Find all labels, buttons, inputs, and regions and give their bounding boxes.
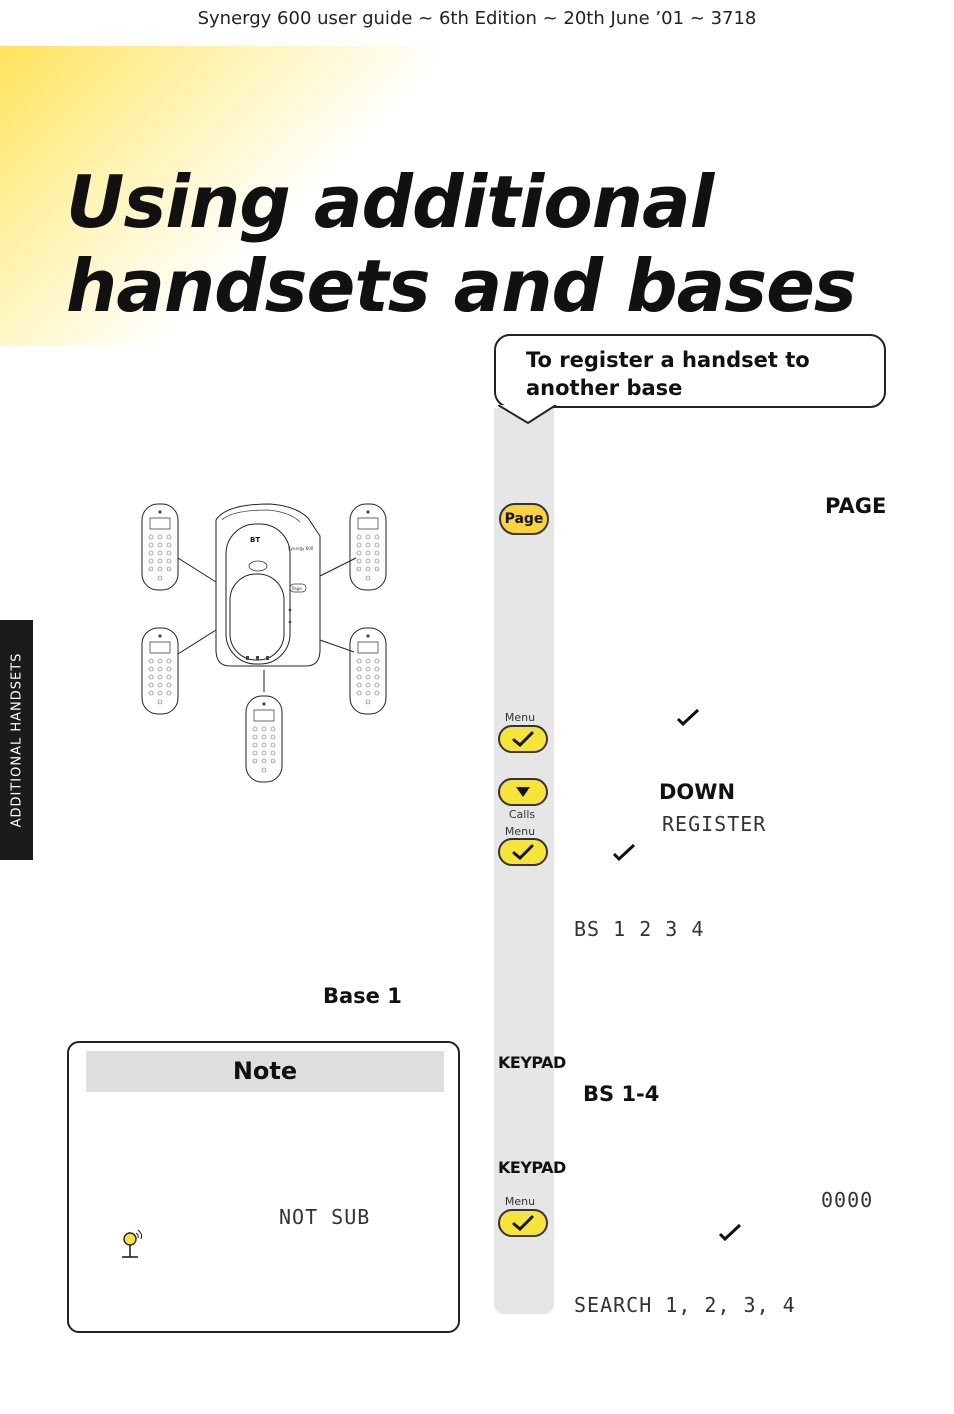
tick-icon <box>512 731 534 747</box>
side-tab-label: ADDITIONAL HANDSETS <box>9 652 24 828</box>
search-display: SEARCH 1, 2, 3, 4 <box>574 1293 796 1317</box>
down-arrow-icon <box>516 787 530 797</box>
bs-display: BS 1 2 3 4 <box>574 917 705 941</box>
down-key[interactable] <box>498 778 548 806</box>
note-heading: Note <box>86 1051 444 1092</box>
menu-label-1: Menu <box>504 711 536 724</box>
handset-middle-right <box>349 627 387 715</box>
calls-label: Calls <box>508 808 536 821</box>
base-brand: BT <box>250 536 260 544</box>
page-key[interactable]: Page <box>499 503 549 535</box>
keypad-label-2: KEYPAD <box>498 1158 566 1177</box>
document-header: Synergy 600 user guide ~ 6th Edition ~ 2… <box>197 8 757 29</box>
yellow-corner-glow <box>0 46 440 346</box>
tick-icon <box>612 843 636 861</box>
heading-pointer <box>498 405 557 425</box>
connection-lines <box>177 557 357 692</box>
tick-icon <box>512 1215 534 1231</box>
base-1-label: Base 1 <box>323 984 402 1008</box>
handsets-and-base-illustration: BT Synergy 600 Page <box>141 503 387 783</box>
page-word: PAGE <box>825 494 887 518</box>
tick-icon <box>676 708 700 726</box>
title-line-1: Using additional <box>66 160 714 244</box>
register-display: REGISTER <box>662 812 767 836</box>
section-side-tab: ADDITIONAL HANDSETS <box>0 620 33 860</box>
base-model: Synergy 600 <box>288 546 314 551</box>
menu-label-2: Menu <box>504 825 536 838</box>
tick-icon <box>718 1223 742 1241</box>
register-heading-box: To register a handset to another base <box>494 334 886 425</box>
base-station: BT Synergy 600 Page <box>215 503 321 667</box>
page-title: Using additional handsets and bases <box>66 160 857 328</box>
handset-middle-left <box>141 627 179 715</box>
keypad-label-1: KEYPAD <box>498 1053 566 1072</box>
base-page-button-label: Page <box>292 586 302 591</box>
menu-label-3: Menu <box>504 1195 536 1208</box>
handset-bottom <box>245 695 283 783</box>
tick-icon <box>512 844 534 860</box>
title-line-2: handsets and bases <box>66 244 857 328</box>
note-box: Note NOT SUB <box>67 1041 460 1333</box>
aerial-signal-icon <box>122 1229 143 1258</box>
bs-range: BS 1-4 <box>583 1082 660 1106</box>
not-sub-display: NOT SUB <box>279 1205 371 1229</box>
menu-confirm-key-3[interactable] <box>498 1209 548 1237</box>
down-word: DOWN <box>659 780 736 804</box>
pin-display: 0000 <box>821 1188 874 1212</box>
handset-top-right <box>349 503 387 591</box>
menu-confirm-key-1[interactable] <box>498 725 548 753</box>
register-heading: To register a handset to another base <box>526 348 810 400</box>
handset-top-left <box>141 503 179 591</box>
menu-confirm-key-2[interactable] <box>498 838 548 866</box>
